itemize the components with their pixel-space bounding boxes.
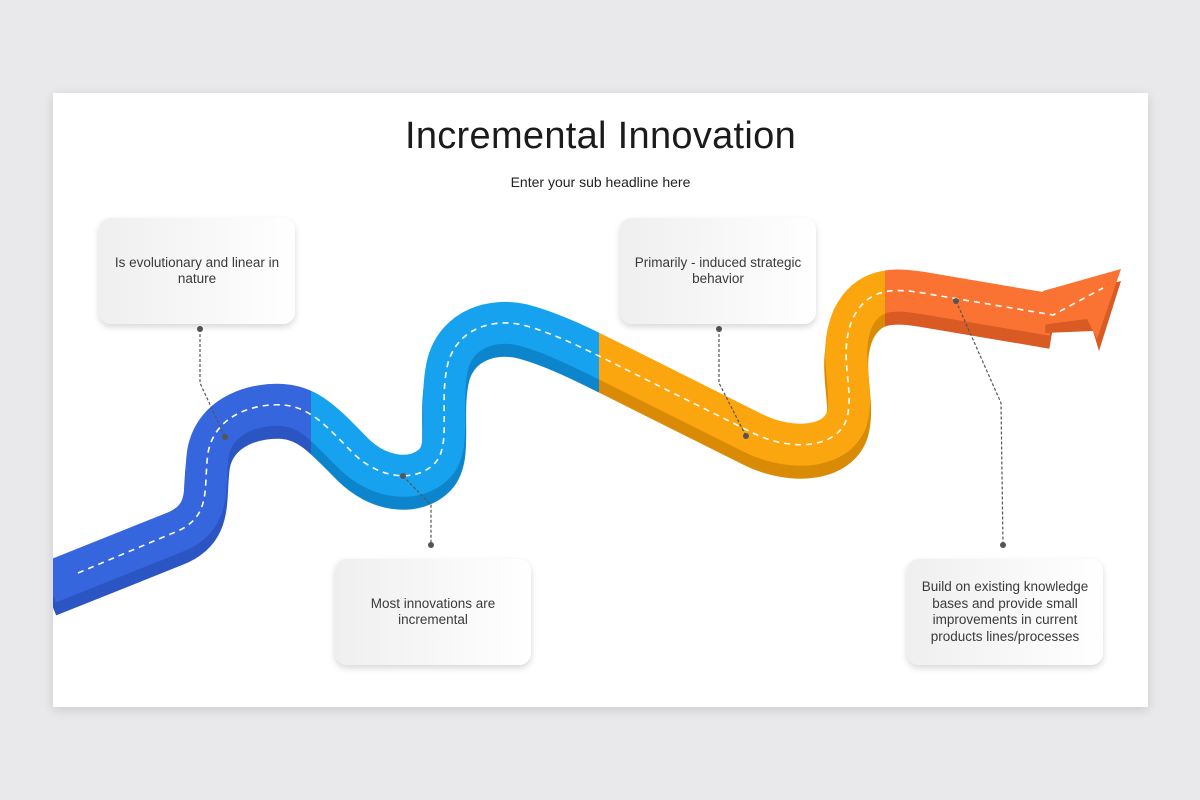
road-diagram xyxy=(53,269,1121,616)
road-segment-1 xyxy=(53,383,311,616)
callout-box-3: Primarily - induced strategic behavior xyxy=(620,218,816,324)
slide: Incremental Innovation Enter your sub he… xyxy=(53,93,1148,707)
callout-text-1: Is evolutionary and linear in nature xyxy=(114,254,280,287)
arrow-head-icon xyxy=(1041,269,1121,351)
callout-box-4: Build on existing knowledge bases and pr… xyxy=(907,559,1103,665)
slide-title: Incremental Innovation xyxy=(404,115,797,157)
callout-text-2: Most innovations are incremental xyxy=(370,595,496,628)
connector-4 xyxy=(953,298,1006,548)
connector-1 xyxy=(197,326,228,440)
callout-text-3: Primarily - induced strategic behavior xyxy=(634,254,802,287)
road-dashed-line xyxy=(77,287,1104,574)
callout-box-2: Most innovations are incremental xyxy=(335,559,531,665)
slide-subtitle: Enter your sub headline here xyxy=(510,174,691,190)
connector-2 xyxy=(400,473,434,548)
road-segment-3 xyxy=(599,270,885,479)
callout-box-1: Is evolutionary and linear in nature xyxy=(99,218,295,324)
callout-text-4: Build on existing knowledge bases and pr… xyxy=(921,579,1089,644)
connector-3 xyxy=(716,326,749,439)
